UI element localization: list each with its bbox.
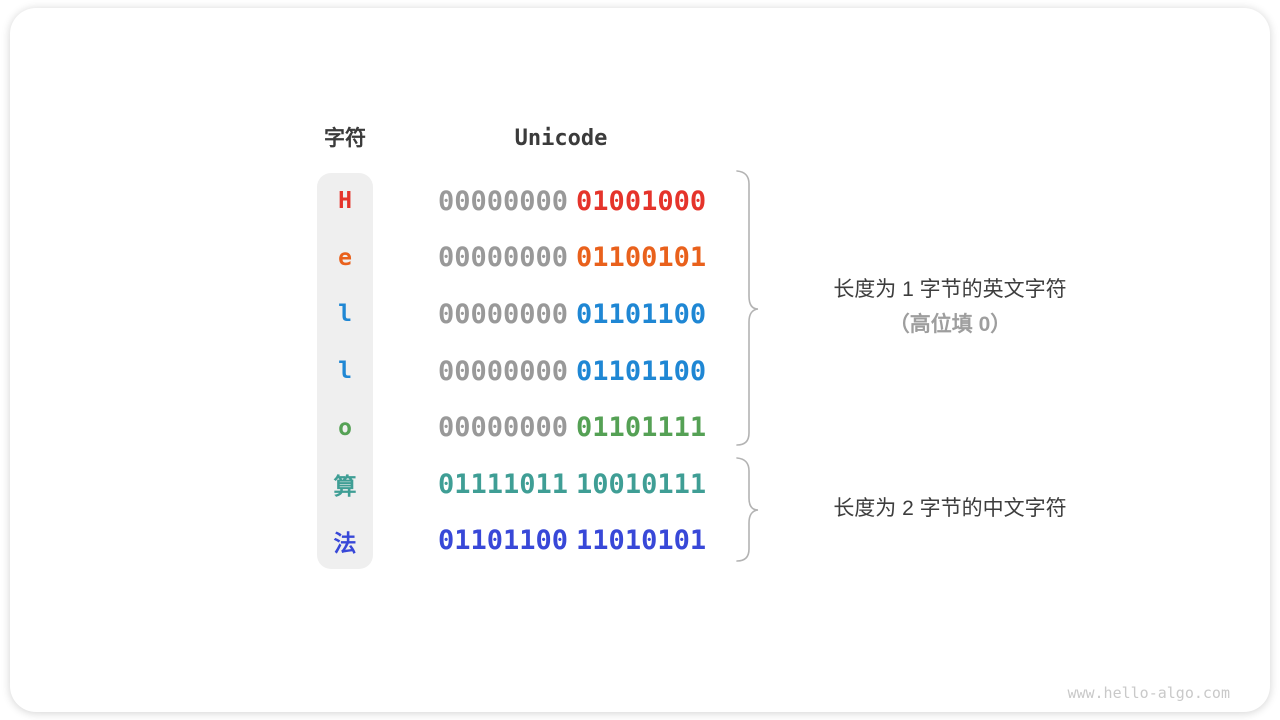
column-header-unicode: Unicode — [514, 126, 608, 151]
high-byte: 00000000 — [438, 242, 569, 274]
char-cell: l — [338, 358, 352, 385]
high-byte: 01111011 — [438, 468, 569, 500]
char-cell: 法 — [333, 530, 357, 557]
high-byte: 00000000 — [438, 355, 569, 387]
low-byte: 01101111 — [576, 412, 707, 444]
high-byte: 00000000 — [438, 185, 569, 217]
char-cell: 算 — [333, 474, 357, 501]
high-byte: 00000000 — [438, 298, 569, 330]
brace-chinese-group — [736, 457, 759, 562]
char-cell: l — [338, 301, 352, 328]
high-byte: 00000000 — [438, 412, 569, 444]
high-byte: 01101100 — [438, 525, 569, 557]
annotation-line: （高位填 0） — [888, 313, 1012, 336]
annotation-line: 长度为 1 字节的英文字符 — [833, 278, 1067, 301]
char-cell: e — [338, 244, 352, 271]
annotation-chinese-chars: 长度为 2 字节的中文字符 — [833, 497, 1067, 520]
low-byte: 01101100 — [576, 298, 707, 330]
char-column-background — [317, 173, 373, 569]
brace-english-group — [736, 170, 759, 446]
annotation-english-chars: 长度为 1 字节的英文字符 （高位填 0） — [785, 274, 1115, 344]
watermark: www.hello-algo.com — [1067, 684, 1230, 702]
low-byte: 01100101 — [576, 242, 707, 274]
low-byte: 11010101 — [576, 525, 707, 557]
low-byte: 10010111 — [576, 468, 707, 500]
char-cell: o — [338, 414, 352, 441]
char-cell: H — [338, 188, 352, 215]
low-byte: 01101100 — [576, 355, 707, 387]
low-byte: 01001000 — [576, 185, 707, 217]
column-header-char: 字符 — [324, 127, 366, 150]
